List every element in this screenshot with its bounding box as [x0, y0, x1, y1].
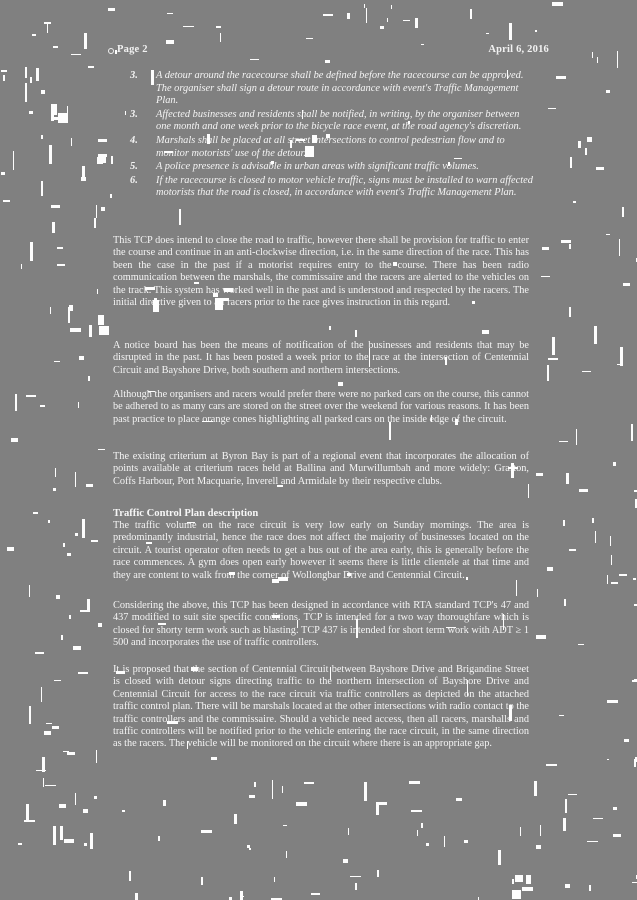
paragraph-parked-cars: Although the organisers and racers would… [113, 389, 529, 425]
numbered-conditions-list: 3. A detour around the racecourse shall … [128, 70, 533, 201]
list-item-number: 5. [130, 161, 138, 173]
page-number-header: Page 2 [117, 44, 148, 55]
list-item-text: A police presence is advisable in urban … [156, 161, 479, 173]
header-bullet-icon [108, 48, 114, 54]
paragraph-road-closure-provision: This TCP does intend to close the road t… [113, 235, 529, 309]
list-item-number: 3. [130, 70, 138, 81]
paragraph-criterium-regional-event: The existing criterium at Byron Bay is p… [113, 451, 529, 487]
section-heading-traffic-control-plan-description: Traffic Control Plan description [113, 508, 259, 519]
list-item-text: Marshals shall be placed at all street i… [156, 134, 505, 159]
list-item-number: 3. [130, 108, 138, 120]
document-date-header: April 6, 2016 [488, 44, 549, 55]
list-item-text: A detour around the racecourse shall be … [156, 70, 524, 107]
paragraph-traffic-volume: The traffic volume on the race circuit i… [113, 520, 529, 581]
list-item-number: 6. [130, 174, 138, 186]
list-item: 5. A police presence is advisable in urb… [128, 161, 533, 174]
list-item-text: If the racecourse is closed to motor veh… [156, 174, 533, 199]
paragraph-notice-board: A notice board has been the means of not… [113, 340, 529, 376]
paragraph-rta-standards: Considering the above, this TCP has been… [113, 600, 529, 649]
paragraph-proposed-closure: It is proposed that the section of Cente… [113, 664, 529, 750]
list-item: 4. Marshals shall be placed at all stree… [128, 135, 533, 160]
list-item: 6. If the racecourse is closed to motor … [128, 175, 533, 200]
list-item: 3. Affected businesses and residents sha… [128, 109, 533, 134]
list-item-number: 4. [130, 134, 138, 146]
list-item: 3. A detour around the racecourse shall … [128, 70, 533, 108]
list-item-text: Affected businesses and residents shall … [156, 108, 522, 133]
